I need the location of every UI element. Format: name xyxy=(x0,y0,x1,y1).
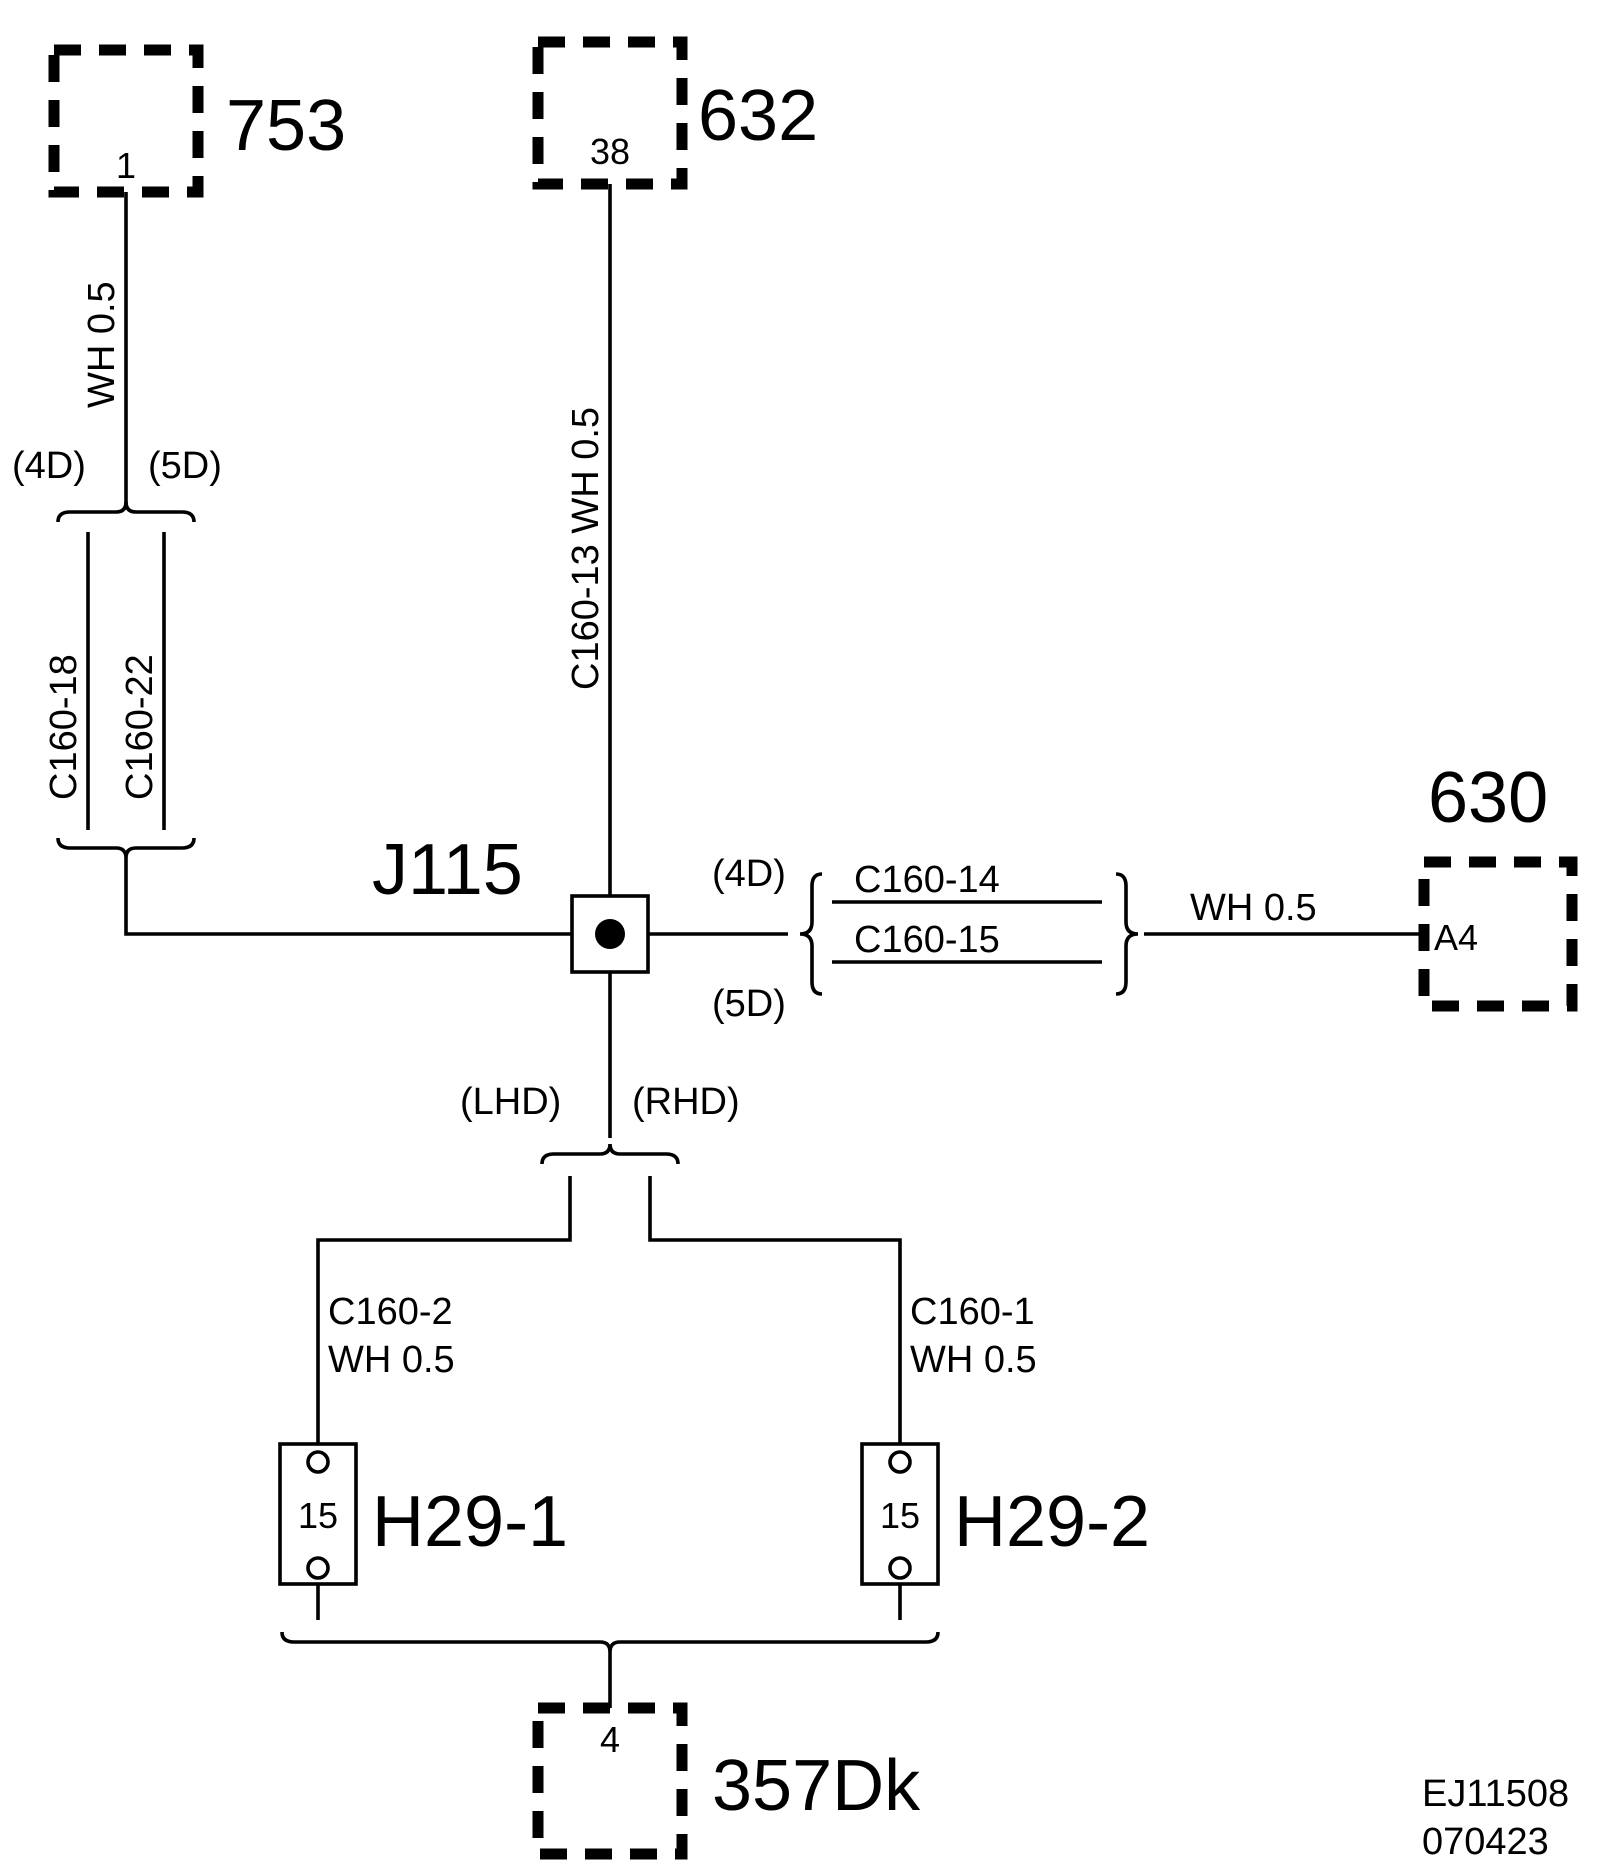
component-h29-2-label: H29-2 xyxy=(954,1482,1150,1562)
component-357dk-pin: 4 xyxy=(600,1719,620,1760)
bottom-brace xyxy=(280,1631,940,1653)
lower-brace xyxy=(540,1143,680,1165)
wire-c160-2-spec: WH 0.5 xyxy=(328,1339,455,1381)
component-632: 38 632 xyxy=(532,36,818,190)
wire-c160-14-label: C160-14 xyxy=(854,859,1000,901)
component-753: 1 753 xyxy=(48,44,346,198)
right-variant-5d: (5D) xyxy=(712,983,786,1025)
wire-c160-2: C160-2 WH 0.5 xyxy=(316,1176,572,1448)
footer-date: 070423 xyxy=(1422,1821,1549,1863)
footer-ref: EJ11508 xyxy=(1422,1773,1569,1815)
wire-c160-22-label: C160-22 xyxy=(119,654,161,800)
variant-lhd: (LHD) xyxy=(460,1081,561,1123)
wire-632-label: C160-13 WH 0.5 xyxy=(565,407,607,690)
component-630-label: 630 xyxy=(1428,758,1548,838)
left-variant-4d: (4D) xyxy=(12,445,86,487)
wire-630: WH 0.5 xyxy=(1144,887,1424,936)
component-h29-2-pin: 15 xyxy=(880,1495,920,1536)
wire-c160-15-label: C160-15 xyxy=(854,919,1000,961)
component-357dk: 4 357Dk xyxy=(532,1702,921,1860)
component-632-pin: 38 xyxy=(590,131,630,172)
component-h29-1-label: H29-1 xyxy=(372,1482,568,1562)
wire-c160-1: C160-1 WH 0.5 xyxy=(648,1176,1037,1448)
wire-632: C160-13 WH 0.5 xyxy=(565,184,612,896)
component-h29-2: 15 H29-2 xyxy=(860,1442,1150,1620)
wire-c160-15: C160-15 xyxy=(832,919,1102,964)
component-630-pin: A4 xyxy=(1434,917,1478,958)
wire-753: WH 0.5 xyxy=(81,192,128,504)
component-632-label: 632 xyxy=(698,76,818,156)
junction-dot xyxy=(595,919,625,949)
wire-753-label: WH 0.5 xyxy=(81,281,123,408)
right-right-brace xyxy=(1115,872,1139,996)
wire-c160-1-spec: WH 0.5 xyxy=(910,1339,1037,1381)
right-variant-4d: (4D) xyxy=(712,853,786,895)
left-bottom-brace xyxy=(56,837,196,859)
wire-c160-22: C160-22 xyxy=(119,532,166,830)
wire-c160-18-label: C160-18 xyxy=(43,654,85,800)
component-630: A4 630 xyxy=(1418,758,1578,1012)
junction-j115: J115 xyxy=(372,830,650,974)
wire-left-to-j115 xyxy=(124,858,572,936)
component-h29-1: 15 H29-1 xyxy=(278,1442,568,1620)
right-left-brace xyxy=(799,872,823,996)
component-753-pin: 1 xyxy=(116,145,136,186)
component-357dk-label: 357Dk xyxy=(712,1746,921,1826)
wire-c160-2-label: C160-2 xyxy=(328,1291,453,1333)
left-variant-5d: (5D) xyxy=(148,445,222,487)
variant-rhd: (RHD) xyxy=(632,1081,740,1123)
component-753-label: 753 xyxy=(226,86,346,166)
component-h29-1-pin: 15 xyxy=(298,1495,338,1536)
wire-c160-14: C160-14 xyxy=(832,859,1102,904)
wire-c160-18: C160-18 xyxy=(43,532,90,830)
wire-c160-1-label: C160-1 xyxy=(910,1291,1035,1333)
wire-630-label: WH 0.5 xyxy=(1190,887,1317,929)
junction-j115-label: J115 xyxy=(372,830,523,910)
left-top-brace xyxy=(56,501,196,523)
